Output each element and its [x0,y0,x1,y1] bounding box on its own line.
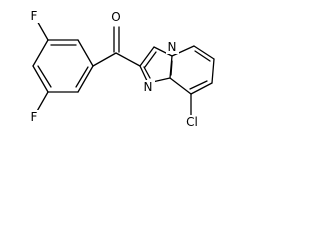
bond [139,46,155,67]
atom-ring-nitrogen-upper: N [166,40,179,54]
bond [77,65,94,93]
pyridine-ring [169,45,215,95]
bond [190,82,213,95]
atom-carbonyl-oxygen: O [110,10,123,25]
structure-diagram: F F O N N Cl [0,0,240,148]
bond [169,77,192,95]
double-bond-inner [189,80,208,90]
molecule-drawing: F F O N N Cl [28,9,215,129]
double-bond-inner [143,66,151,79]
difluorophenyl-ring [32,39,94,93]
chlorine-label: Cl [186,115,198,129]
bond [32,65,49,93]
atom-fluorine-lower: F [28,110,40,124]
bond [171,45,195,57]
nitrogen-label: N [144,80,153,94]
double-bond-inner [37,65,52,88]
nitrogen-label: N [168,40,177,54]
double-bond-inner [144,51,157,68]
oxygen-label: O [111,10,120,24]
bond [77,39,94,67]
atom-fluorine-upper: F [28,9,40,23]
double-bond-inner [75,66,89,88]
bond [211,58,215,84]
bond [153,46,173,57]
bond [193,45,215,60]
fluorine-label: F [31,9,38,23]
bond [32,39,49,67]
atom-ring-nitrogen-lower: N [142,80,155,94]
double-bond-inner [194,50,211,62]
bond-phenyl-to-carbonyl [92,52,117,67]
bond-carbonyl-to-imidazole [115,52,141,67]
atom-chlorine: Cl [182,115,202,129]
bond-to-fluorine-lower [35,91,49,114]
double-bond-inner [170,60,173,76]
fluorine-label: F [31,110,38,124]
